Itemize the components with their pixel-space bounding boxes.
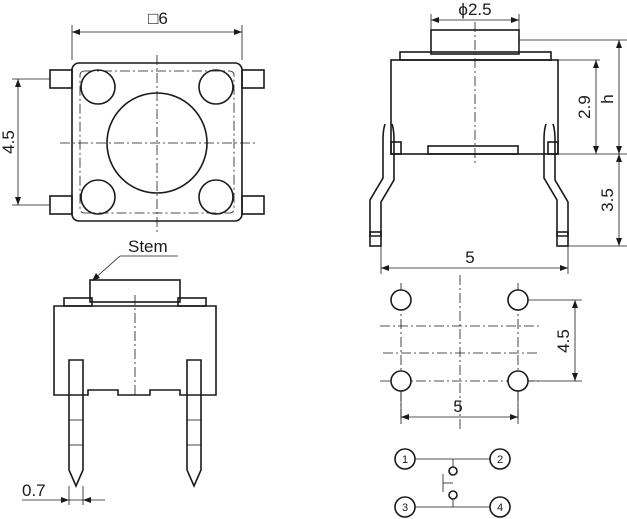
pin-marker — [489, 448, 511, 470]
pcb-hole — [390, 289, 412, 311]
lead-width-label: 0.7 — [22, 481, 46, 500]
pin-label: 4 — [497, 502, 503, 514]
pcb-width-label: 5 — [453, 397, 462, 416]
pin-label: 2 — [497, 454, 503, 466]
pin-label: 3 — [402, 502, 408, 514]
stem-label: Stem — [128, 237, 168, 256]
terminal-tab — [241, 69, 265, 89]
corner-post — [80, 179, 116, 215]
terminal-tab — [49, 195, 73, 215]
terminal-tab — [49, 69, 73, 89]
terminal-tab — [241, 195, 265, 215]
left-lead — [68, 359, 84, 488]
pcb-hole — [507, 289, 529, 311]
pin-marker — [489, 496, 511, 518]
lead-span-label: 5 — [465, 248, 474, 267]
side-left-lead — [369, 123, 395, 237]
side-right-lead — [543, 123, 569, 237]
pin-marker — [394, 496, 416, 518]
lead-height-label: 3.5 — [598, 188, 617, 212]
front-view-body — [53, 305, 217, 396]
corner-post — [198, 179, 234, 215]
size-label: □6 — [148, 9, 168, 28]
pcb-height-label: 4.5 — [554, 329, 573, 353]
height-label: h — [598, 94, 617, 103]
switch-schematic: 1 2 3 4 — [394, 448, 511, 518]
side-view-body — [390, 59, 559, 155]
stem-height-label: 2.9 — [575, 95, 594, 119]
corner-post — [80, 69, 116, 105]
pcb-layout: 4.5 5 — [380, 275, 582, 430]
side-view: ϕ2.5 2.9 h 3.5 5 — [369, 0, 627, 274]
pin-label: 1 — [402, 454, 408, 466]
button-dia-label: ϕ2.5 — [458, 0, 491, 19]
pcb-hole — [390, 370, 412, 392]
top-view: □6 4.5 — [0, 9, 265, 232]
corner-post — [198, 69, 234, 105]
pitch-label: 4.5 — [0, 130, 18, 154]
pin-marker — [394, 448, 416, 470]
front-view: Stem 0.7 — [22, 237, 217, 505]
pcb-hole — [507, 370, 529, 392]
right-lead — [186, 359, 202, 488]
